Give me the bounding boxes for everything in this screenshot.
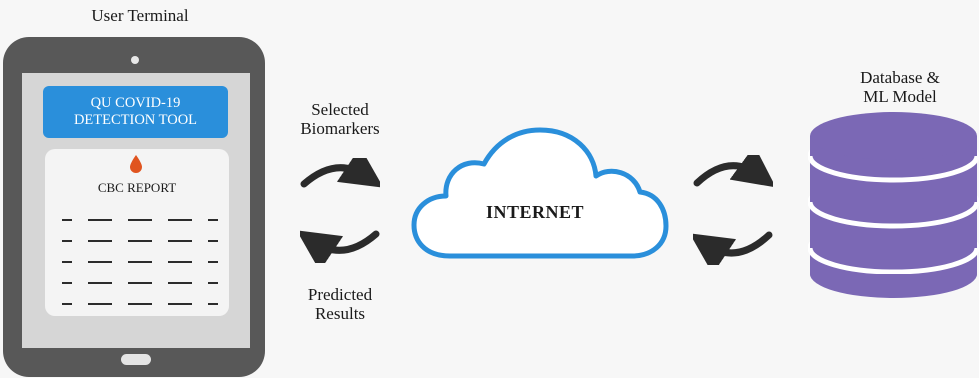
home-button-icon[interactable] — [121, 354, 151, 365]
report-title: CBC REPORT — [97, 180, 177, 195]
internet-label: INTERNET — [485, 202, 585, 222]
cloud-icon — [411, 127, 669, 259]
blood-drop-icon — [130, 155, 142, 173]
database-title: Database & ML Model — [860, 68, 940, 106]
camera-dot-icon — [131, 56, 139, 64]
cbc-report-card — [45, 149, 229, 316]
predicted-results-label: Predicted Results — [307, 285, 373, 323]
terminal-title: User Terminal — [91, 6, 189, 25]
sync-arrows-icon — [300, 158, 380, 263]
sync-arrows-icon — [693, 155, 773, 265]
database-icon — [808, 112, 979, 300]
report-lines — [62, 219, 218, 305]
app-title-banner: QU COVID-19 DETECTION TOOL — [43, 86, 228, 138]
selected-biomarkers-label: Selected Biomarkers — [300, 100, 380, 138]
